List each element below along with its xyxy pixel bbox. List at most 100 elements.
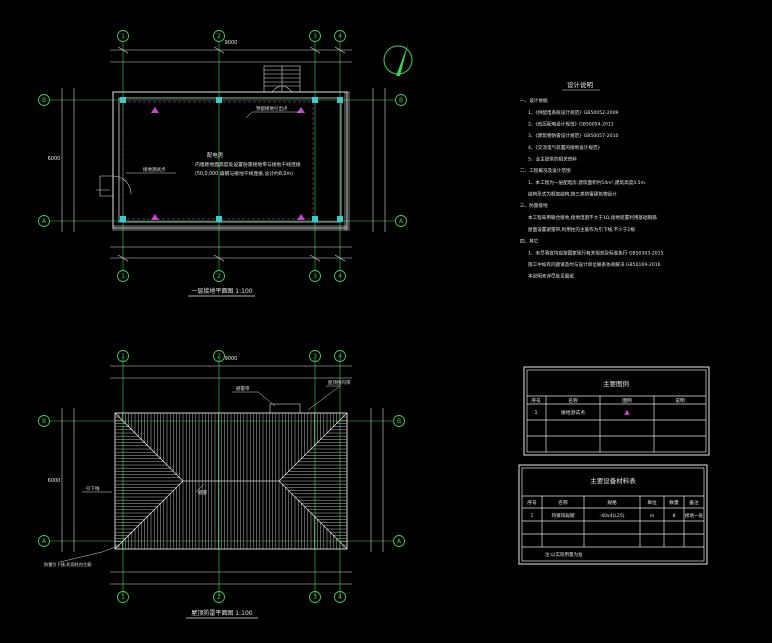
notes-item: 施工中如有问题请及时与设计单位联系协商解决 GB50169-2016 — [528, 261, 661, 268]
table2-header: 数量 — [669, 499, 679, 506]
p2-axis-top-3: 3 — [309, 350, 321, 362]
p2-axis-bottom-3-label: 3 — [313, 594, 317, 601]
plan2-leaders — [59, 385, 341, 563]
notes-item: 本说明未详尽处见图纸 — [528, 273, 574, 280]
p1-axis-top-2-label: 2 — [217, 33, 221, 40]
p1-axis-bottom-2-label: 2 — [217, 273, 221, 280]
notes-item: 5、业主提供的相关资料 — [528, 155, 577, 162]
plan1-title: 一层接地平面图 1:100 — [191, 287, 252, 295]
table2-cell: 8 — [673, 513, 676, 519]
plan2-dimension-lines — [61, 365, 384, 585]
p2-axis-left-B-label: B — [42, 418, 46, 425]
table1-cell: 接地测试点 — [561, 409, 585, 416]
p2-axis-left-A: A — [38, 535, 50, 547]
notes-item: 1、未尽事宜均应按国家现行有关规范及标准执行 GB50303-2015 — [528, 249, 664, 256]
p1-axis-left-B: B — [38, 94, 50, 106]
notes-item: 2、《低压配电设计规范》GB50054-2011 — [528, 121, 614, 128]
p2-axis-top-2: 2 — [213, 350, 225, 362]
p1-axis-bottom-1-label: 1 — [121, 273, 125, 280]
plan1-grounding-test-points — [151, 107, 305, 220]
p2-axis-bottom-3: 3 — [309, 591, 321, 603]
plan1-note-1: 内墙距地面高度处设置防雷接地带与接地干线连接 — [195, 161, 301, 168]
plan1-grounding-loop — [122, 101, 314, 220]
plan1-walls — [112, 91, 350, 231]
plan1-leaders — [96, 111, 300, 191]
p2-axis-top-1-label: 1 — [121, 353, 125, 360]
plan1-dim-side: 6000 — [48, 156, 61, 162]
plan1-callout-left: 接地测试点 — [143, 166, 166, 173]
north-arrow-icon — [383, 44, 413, 76]
p1-axis-bottom-4: 4 — [334, 270, 346, 282]
plan2-dim-side: 6000 — [48, 478, 61, 484]
notes-list: 一、设计依据 1、《供配电系统设计规范》GB50052-2009 2、《低压配电设计… — [520, 97, 664, 280]
table2-cell: 接地一处 — [685, 512, 704, 519]
table1-title: 主要图例 — [603, 379, 629, 388]
table1-header: 序号 — [531, 397, 541, 404]
p2-axis-top-4-label: 4 — [338, 353, 342, 360]
p1-axis-right-A-label: A — [399, 218, 404, 225]
table1-header: 图例 — [622, 397, 632, 404]
p1-axis-right-A: A — [395, 215, 407, 227]
table2-header: 规格 — [607, 499, 617, 506]
table2-header: 单位 — [647, 499, 657, 506]
plan1-room-label: 配电房 — [207, 151, 223, 159]
p2-axis-bottom-1-label: 1 — [121, 594, 125, 601]
p2-axis-top-3-label: 3 — [313, 353, 317, 360]
plan1-door — [99, 175, 132, 197]
table2-header: 名称 — [558, 499, 568, 506]
notes-item: 三、防雷接地 — [520, 202, 548, 209]
table2-header: 备注 — [689, 499, 699, 506]
p2-axis-top-1: 1 — [117, 350, 129, 362]
table2-title: 主要设备材料表 — [590, 476, 636, 485]
notes-item: 1、《供配电系统设计规范》GB50052-2009 — [528, 109, 618, 116]
notes-item: 4、《交流电气装置的接地设计规范》 — [528, 144, 602, 151]
table2-cell: 1 — [531, 513, 534, 519]
p1-axis-bottom-4-label: 4 — [338, 273, 342, 280]
p2-axis-left-B: B — [38, 415, 50, 427]
plan2-ridge-label: 避雷 — [198, 489, 207, 496]
p2-axis-left-A-label: A — [42, 538, 47, 545]
p1-axis-right-B-label: B — [399, 97, 403, 104]
table1-header: 说明 — [675, 397, 685, 404]
plan1-stair — [263, 65, 301, 93]
plan2-roof-hatch-box — [269, 403, 301, 414]
p1-axis-bottom-3-label: 3 — [313, 273, 317, 280]
notes-item: 四、其它 — [520, 237, 539, 244]
p1-axis-top-1: 1 — [117, 30, 129, 42]
plan2-title: 屋顶防雷平面图 1:100 — [191, 609, 252, 617]
p1-axis-bottom-3: 3 — [309, 270, 321, 282]
notes-item: 二、工程概况及设计范围 — [520, 167, 571, 174]
p2-axis-right-A: A — [393, 535, 405, 547]
p1-axis-top-3: 3 — [309, 30, 321, 42]
table1-cell: 1 — [534, 410, 537, 416]
table2-footer: 注:以实际用量为准 — [545, 551, 583, 558]
plan2-dim-top: 9000 — [225, 356, 238, 362]
table2-cell: -40x4(L25) — [599, 513, 624, 519]
p2-axis-bottom-1: 1 — [117, 591, 129, 603]
plan1-columns — [120, 97, 343, 222]
notes-item: 屋面设置避雷带,利用柱内主筋作为引下线,不少于2根 — [528, 226, 635, 233]
p1-axis-top-1-label: 1 — [121, 33, 125, 40]
notes-item: 3、《建筑物防雷设计规范》GB50057-2010 — [528, 132, 618, 139]
p2-axis-bottom-2: 2 — [213, 591, 225, 603]
p1-axis-top-2: 2 — [213, 30, 225, 42]
plan2-hip-lines — [114, 412, 348, 550]
p2-axis-bottom-4-label: 4 — [338, 594, 342, 601]
plan2-callout-1: 避雷带 — [236, 385, 250, 392]
plan1-dim-top: 9000 — [225, 40, 238, 46]
table2-cell: 热镀锌扁钢 — [552, 512, 575, 519]
plan2-callout-left: 引下线 — [86, 485, 100, 492]
table1-cell: ▲ — [624, 408, 630, 416]
notes-item: 一、设计依据 — [520, 97, 548, 104]
notes-item: 1、本工程为一层配电房,建筑面积约54m²,建筑高度4.5m — [528, 179, 646, 186]
design-notes: 设计说明 一、设计依据1、《供配电系统设计规范》GB50052-20092、《低… — [520, 80, 664, 280]
p1-axis-left-B-label: B — [42, 97, 46, 104]
p1-axis-left-A: A — [38, 215, 50, 227]
p1-axis-top-4-label: 4 — [338, 33, 342, 40]
